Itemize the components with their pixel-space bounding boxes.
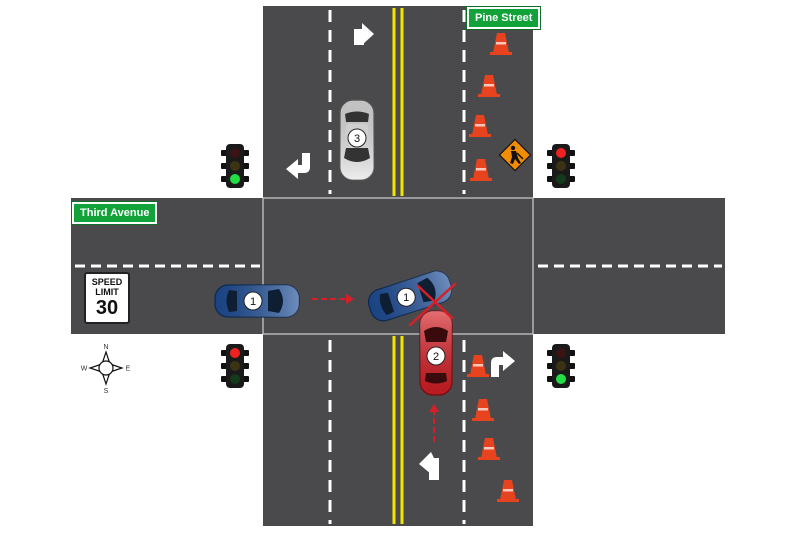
traffic-cone-icon bbox=[472, 399, 494, 421]
compass-rose-icon: N E S W bbox=[81, 344, 131, 395]
traffic-cone-icon bbox=[497, 480, 519, 502]
traffic-cone-icon bbox=[478, 438, 500, 460]
motion-arrow-car-1 bbox=[312, 294, 354, 304]
road-east bbox=[533, 198, 725, 334]
lane-markings-north bbox=[328, 8, 466, 196]
compass-w-label: W bbox=[81, 366, 88, 373]
speed-limit-sign: SPEED LIMIT 30 bbox=[84, 272, 130, 324]
traffic-cone-icon bbox=[467, 355, 489, 377]
car-3-icon: 3 bbox=[339, 99, 375, 181]
pavement-arrow-left-turn bbox=[286, 153, 310, 179]
car-2-icon: 2 bbox=[419, 310, 453, 396]
speed-limit-value: 30 bbox=[95, 297, 119, 319]
car-1-impact-label: 1 bbox=[403, 292, 409, 304]
traffic-cones-north bbox=[469, 33, 512, 181]
street-sign-pine-street: Pine Street bbox=[465, 6, 542, 30]
street-sign-third-avenue: Third Avenue bbox=[70, 201, 159, 225]
car-1-approach-icon: 1 bbox=[214, 284, 300, 318]
speed-limit-line1: SPEED bbox=[91, 277, 123, 287]
traffic-light-northwest-icon bbox=[221, 144, 249, 188]
road-south bbox=[263, 334, 533, 526]
impact-mark-icon bbox=[408, 282, 457, 327]
compass-e-label: E bbox=[126, 366, 131, 373]
car-3-label: 3 bbox=[354, 133, 360, 145]
compass-n-label: N bbox=[103, 344, 108, 351]
road-work-sign-icon bbox=[498, 138, 532, 172]
traffic-cone-icon bbox=[490, 33, 512, 55]
traffic-light-northeast-icon bbox=[547, 144, 575, 188]
motion-arrow-car-2 bbox=[429, 404, 439, 442]
car-1-impact-icon: 1 bbox=[367, 270, 453, 322]
traffic-cones-south bbox=[467, 355, 519, 502]
pavement-arrow-straight-right bbox=[354, 23, 374, 45]
speed-limit-line2: LIMIT bbox=[95, 287, 119, 297]
traffic-cone-icon bbox=[469, 115, 491, 137]
traffic-light-southwest-icon bbox=[221, 344, 249, 388]
traffic-cone-icon bbox=[470, 159, 492, 181]
pavement-arrow-straight-left bbox=[419, 452, 439, 480]
car-2-label: 2 bbox=[433, 351, 439, 363]
pavement-arrow-right-turn bbox=[491, 351, 515, 377]
traffic-cone-icon bbox=[478, 75, 500, 97]
intersection-outline bbox=[262, 197, 534, 335]
traffic-light-southeast-icon bbox=[547, 344, 575, 388]
car-1-approach-label: 1 bbox=[250, 296, 256, 308]
compass-s-label: S bbox=[104, 388, 109, 395]
lane-markings-south bbox=[328, 336, 466, 524]
